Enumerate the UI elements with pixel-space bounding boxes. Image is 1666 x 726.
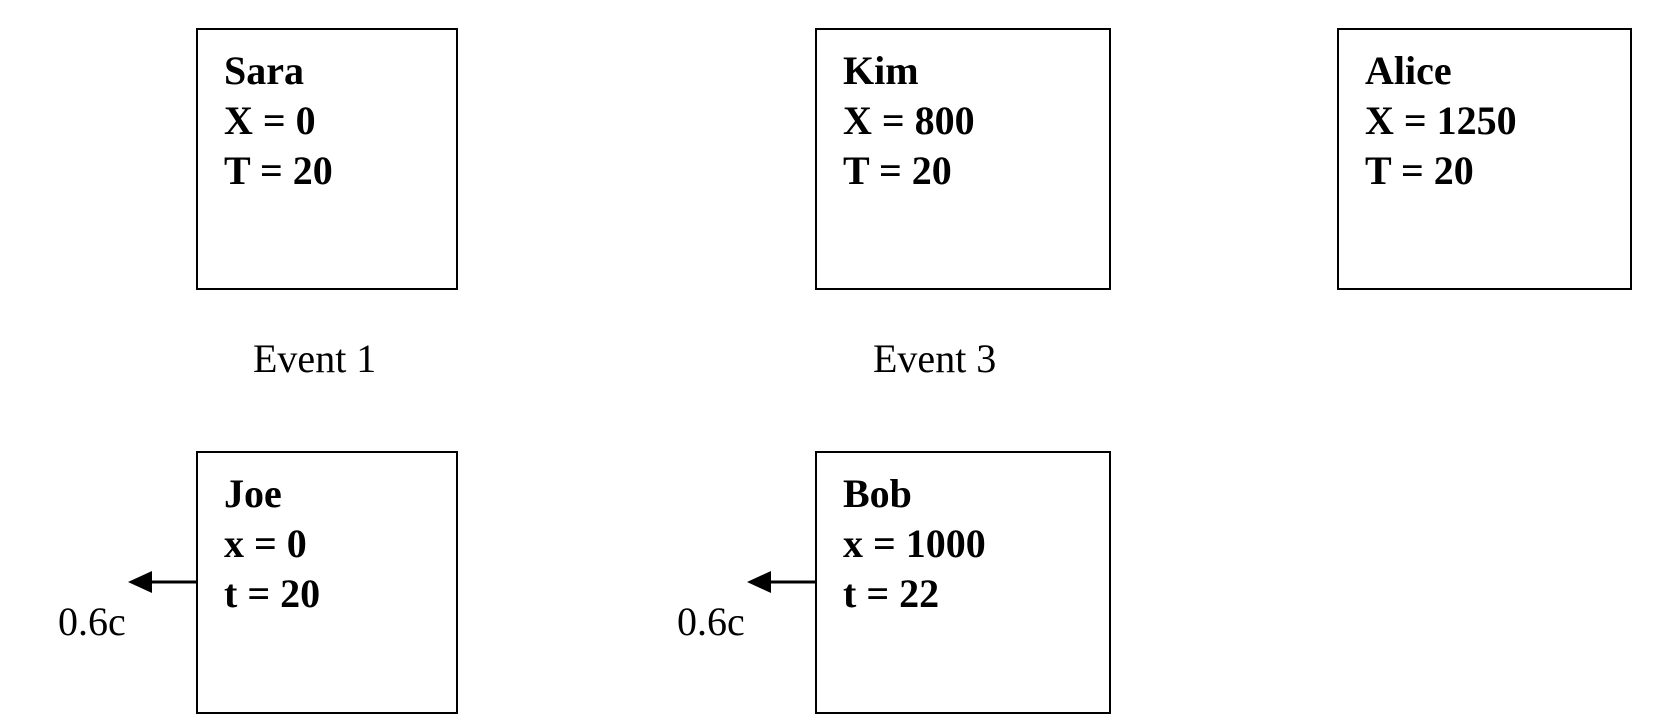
arrowhead-left-icon: [128, 571, 152, 593]
observer-name: Joe: [224, 471, 282, 516]
observer-position: x = 0: [224, 521, 307, 566]
event-label-1: Event 1: [253, 336, 377, 381]
observer-box-alice: Alice X = 1250 T = 20: [1337, 28, 1632, 290]
observer-position: X = 800: [843, 98, 975, 143]
arrowhead-left-icon: [747, 571, 771, 593]
velocity-arrow-joe: [128, 571, 198, 593]
velocity-label-joe: 0.6c: [58, 599, 126, 644]
observer-time: t = 20: [224, 571, 321, 616]
observer-time: T = 20: [224, 148, 333, 193]
observer-position: X = 1250: [1365, 98, 1517, 143]
observer-text-kim: Kim X = 800 T = 20: [843, 46, 975, 196]
observer-name: Kim: [843, 48, 919, 93]
observer-position: x = 1000: [843, 521, 986, 566]
velocity-label-bob: 0.6c: [677, 599, 745, 644]
observer-time: T = 20: [1365, 148, 1474, 193]
observer-time: t = 22: [843, 571, 940, 616]
observer-name: Sara: [224, 48, 304, 93]
observer-text-joe: Joe x = 0 t = 20: [224, 469, 320, 619]
observer-box-sara: Sara X = 0 T = 20: [196, 28, 458, 290]
observer-position: X = 0: [224, 98, 316, 143]
observer-name: Alice: [1365, 48, 1452, 93]
observer-text-alice: Alice X = 1250 T = 20: [1365, 46, 1517, 196]
observer-box-bob: Bob x = 1000 t = 22: [815, 451, 1111, 714]
observer-time: T = 20: [843, 148, 952, 193]
observer-text-bob: Bob x = 1000 t = 22: [843, 469, 986, 619]
event-label-3: Event 3: [873, 336, 997, 381]
observer-name: Bob: [843, 471, 912, 516]
observer-text-sara: Sara X = 0 T = 20: [224, 46, 333, 196]
observer-box-joe: Joe x = 0 t = 20: [196, 451, 458, 714]
observer-box-kim: Kim X = 800 T = 20: [815, 28, 1111, 290]
velocity-arrow-bob: [747, 571, 817, 593]
